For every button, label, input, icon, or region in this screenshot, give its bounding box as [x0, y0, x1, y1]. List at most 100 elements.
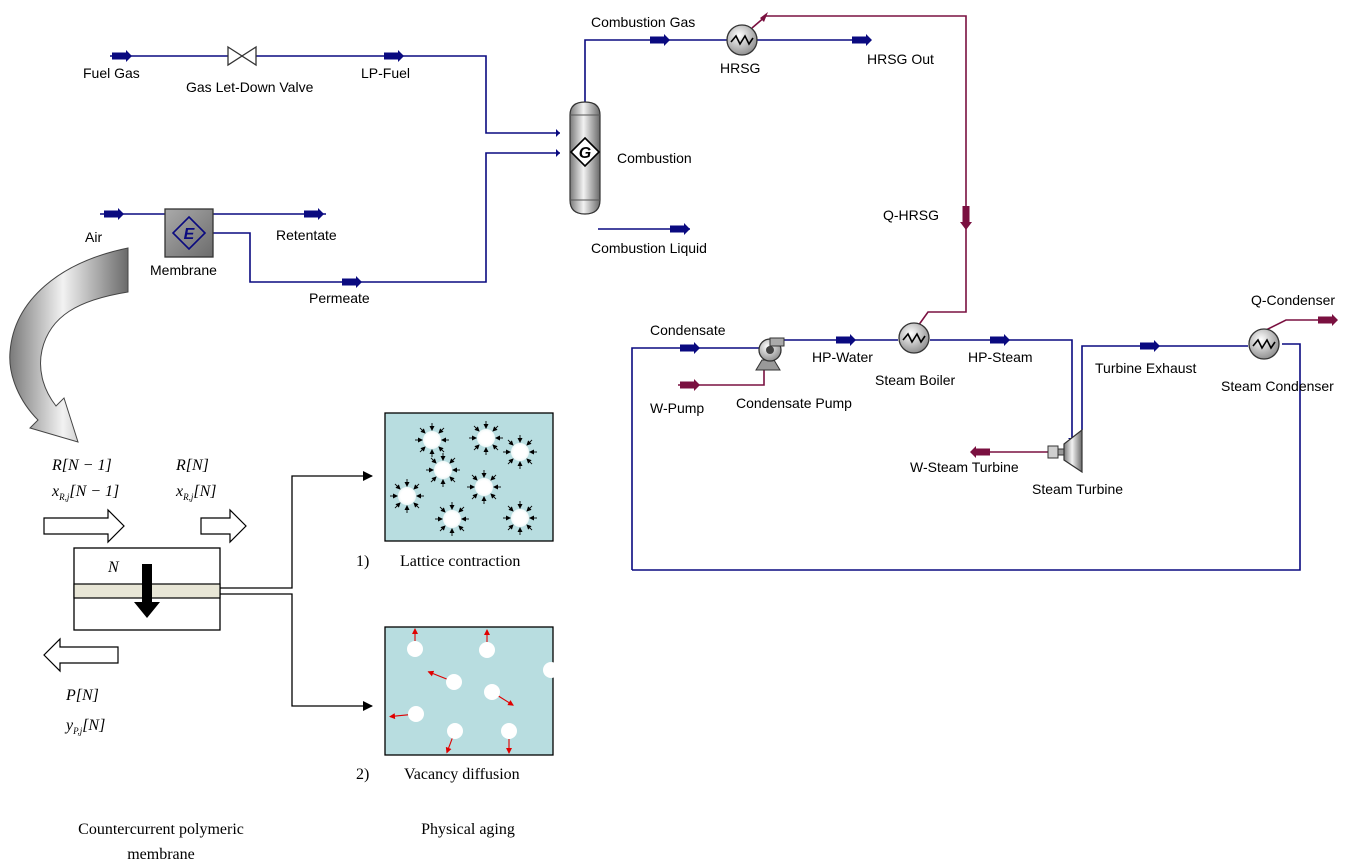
- condensate-pump[interactable]: [755, 337, 785, 371]
- air-arrow: [104, 208, 124, 220]
- valve-icon-half: [240, 45, 257, 67]
- combustion-gas-arrow: [650, 34, 670, 46]
- hp-steam-label: HP-Steam: [968, 349, 1033, 365]
- contracting-void: [503, 435, 537, 469]
- turbine-exhaust-arrow: [1140, 340, 1160, 352]
- diffusing-vacancy: [484, 684, 514, 706]
- combustion-gas-line[interactable]: [584, 39, 728, 104]
- permeate-label: Permeate: [309, 290, 370, 306]
- hrsg-out-label: HRSG Out: [867, 51, 934, 67]
- combustion-liquid-arrow: [670, 223, 690, 235]
- diffusing-vacancy: [389, 706, 424, 722]
- fuel-gas-label: Fuel Gas: [83, 65, 140, 81]
- q-hrsg-label: Q-HRSG: [883, 207, 939, 223]
- fuel-gas-arrow: [112, 50, 132, 62]
- gas-letdown-valve[interactable]: [227, 45, 257, 67]
- contracting-void: [503, 501, 537, 535]
- retentate-comp: xR,j[N]: [175, 483, 216, 502]
- air-label: Air: [85, 229, 102, 245]
- turbine-exhaust-line[interactable]: [1081, 345, 1248, 430]
- connector-to-vacancy: [220, 593, 373, 711]
- hrsg-label: HRSG: [720, 60, 760, 76]
- permeate-flow: P[N]: [65, 687, 99, 704]
- lattice-contraction-panel: 1) Lattice contraction: [356, 412, 554, 570]
- combustion-diamond-icon: [569, 136, 601, 168]
- steam-condenser[interactable]: [1248, 328, 1280, 360]
- retentate-in-arrow: [43, 508, 125, 544]
- membrane-stage-model: R[N − 1] xR,j[N − 1] R[N] xR,j[N] N P[N]…: [43, 457, 247, 863]
- turbine-exhaust-label: Turbine Exhaust: [1095, 360, 1197, 376]
- retentate-flow: R[N]: [175, 457, 209, 474]
- steam-turbine[interactable]: [1047, 428, 1083, 474]
- w-steam-turbine-arrow: [970, 446, 990, 458]
- membrane-caption-line1: Countercurrent polymeric: [78, 821, 244, 838]
- hrsg-energy-tip: [760, 12, 768, 22]
- mech2-label: Vacancy diffusion: [404, 766, 520, 783]
- permeate-out-arrow: [43, 637, 119, 673]
- hrsg-out-arrow: [852, 34, 872, 46]
- material-stream-lines: [100, 39, 1301, 571]
- hrsg-exchanger[interactable]: [726, 24, 758, 56]
- q-hrsg-arrow: [960, 206, 972, 230]
- permeate-line[interactable]: [213, 152, 560, 283]
- hp-steam-arrow: [990, 334, 1010, 346]
- lp-fuel-inlet-tip: [556, 129, 560, 137]
- steam-condenser-label: Steam Condenser: [1221, 378, 1334, 394]
- diffusing-vacancy: [543, 662, 559, 678]
- hp-steam-line[interactable]: [930, 339, 1073, 442]
- condenser-return-line[interactable]: [632, 343, 1301, 571]
- permeate-comp: yP,j[N]: [64, 717, 105, 736]
- valve-icon: [227, 45, 244, 67]
- lp-fuel-arrow: [384, 50, 404, 62]
- contracting-void: [435, 502, 469, 536]
- turbine-icon: [1063, 428, 1083, 474]
- hp-water-label: HP-Water: [812, 349, 873, 365]
- condensate-label: Condensate: [650, 322, 726, 338]
- retentate-prev-flow: R[N − 1]: [51, 457, 112, 474]
- membrane-label: Membrane: [150, 262, 217, 278]
- vacancy-diffusion-panel: 2) Vacancy diffusion Physical aging: [356, 626, 559, 838]
- combustion-label: Combustion: [617, 150, 692, 166]
- mech1-number: 1): [356, 553, 369, 570]
- w-steam-turbine-label: W-Steam Turbine: [910, 459, 1019, 475]
- permeate-inlet-tip: [556, 149, 560, 157]
- mech2-number: 2): [356, 766, 369, 783]
- retentate-out-arrow: [200, 508, 247, 544]
- gas-letdown-valve-label: Gas Let-Down Valve: [186, 79, 314, 95]
- w-pump-arrow: [680, 379, 700, 391]
- steam-boiler[interactable]: [898, 322, 930, 354]
- contracting-void: [469, 421, 503, 455]
- diffusing-vacancy: [501, 723, 517, 754]
- aging-connectors: [220, 471, 373, 711]
- contracting-void: [426, 453, 460, 487]
- flowsheet-labels: Fuel Gas Gas Let-Down Valve LP-Fuel Air …: [83, 14, 1335, 497]
- stage-index-label: N: [107, 559, 120, 576]
- retentate-label: Retentate: [276, 227, 337, 243]
- w-pump-label: W-Pump: [650, 400, 704, 416]
- curved-arrow-icon: [9, 247, 129, 443]
- contracting-void: [415, 423, 449, 457]
- condensate-pump-label: Condensate Pump: [736, 395, 852, 411]
- diffusing-vacancy: [427, 670, 462, 690]
- aging-caption: Physical aging: [421, 821, 515, 838]
- retentate-prev-comp: xR,j[N − 1]: [51, 483, 119, 502]
- lp-fuel-label: LP-Fuel: [361, 65, 410, 81]
- energy-stream-arrows: [680, 12, 1338, 458]
- steam-boiler-label: Steam Boiler: [875, 372, 955, 388]
- contracting-void: [467, 470, 501, 504]
- diffusing-vacancy: [445, 723, 463, 754]
- lp-fuel-line[interactable]: [256, 55, 560, 134]
- q-condenser-arrow: [1318, 314, 1338, 326]
- condensate-line[interactable]: [631, 347, 764, 570]
- connector-to-lattice: [220, 471, 373, 589]
- combustion-vessel[interactable]: G: [569, 101, 601, 215]
- retentate-arrow: [304, 208, 324, 220]
- hp-water-arrow: [836, 334, 856, 346]
- combustion-liquid-label: Combustion Liquid: [591, 240, 707, 256]
- membrane-caption-line2: membrane: [127, 846, 195, 863]
- lattice-voids: [390, 421, 537, 536]
- mech1-label: Lattice contraction: [400, 553, 520, 570]
- membrane-diamond-icon: [171, 215, 207, 251]
- membrane-unit[interactable]: E: [164, 208, 214, 258]
